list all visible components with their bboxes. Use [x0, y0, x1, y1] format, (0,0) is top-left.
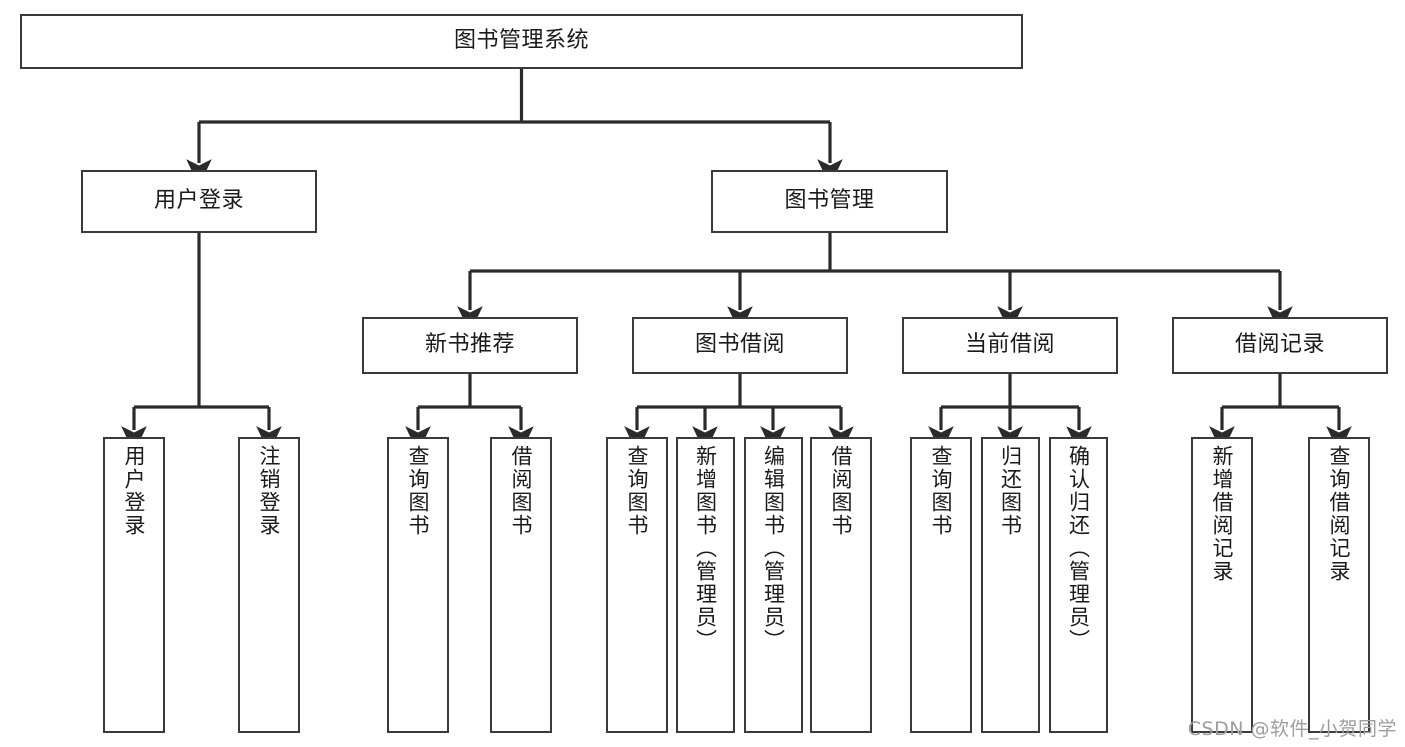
node-new-book-recommend[interactable]: 新书推荐: [362, 317, 578, 374]
leaf-new-book-borrow-book[interactable]: 借阅图书: [490, 437, 552, 733]
leaf-current-borrow-confirm-return-admin[interactable]: 确认归还（管理员）: [1049, 437, 1108, 733]
leaf-borrow-record-query-record[interactable]: 查询借阅记录: [1308, 437, 1370, 733]
leaf-user-login-logout[interactable]: 注销登录: [238, 437, 300, 733]
leaf-current-borrow-return-book[interactable]: 归还图书: [981, 437, 1040, 733]
node-label: 注销登录: [257, 445, 282, 537]
node-current-borrow[interactable]: 当前借阅: [902, 317, 1118, 374]
node-label: 新增借阅记录: [1210, 445, 1235, 583]
node-label: 确认归还（管理员）: [1066, 445, 1091, 652]
leaf-current-borrow-query-book[interactable]: 查询图书: [910, 437, 972, 733]
node-book-borrow[interactable]: 图书借阅: [632, 317, 848, 374]
node-label: 借阅记录: [1234, 332, 1325, 358]
node-label: 用户登录: [122, 445, 147, 537]
leaf-new-book-query-book[interactable]: 查询图书: [387, 437, 449, 733]
node-label: 图书借阅: [694, 332, 785, 358]
node-borrow-record[interactable]: 借阅记录: [1172, 317, 1388, 374]
node-label: 查询借阅记录: [1327, 445, 1352, 583]
node-label: 查询图书: [625, 445, 650, 537]
leaf-book-borrow-add-book-admin[interactable]: 新增图书（管理员）: [676, 437, 735, 733]
node-label: 图书管理系统: [453, 28, 589, 54]
node-label: 用户登录: [153, 188, 244, 214]
node-user-login[interactable]: 用户登录: [81, 170, 317, 233]
leaf-book-borrow-edit-book-admin[interactable]: 编辑图书（管理员）: [744, 437, 803, 733]
csdn-watermark: CSDN @软件_小贺同学: [1187, 718, 1397, 740]
node-book-management[interactable]: 图书管理: [711, 170, 948, 233]
leaf-borrow-record-add-record[interactable]: 新增借阅记录: [1191, 437, 1253, 733]
node-label: 归还图书: [998, 445, 1023, 537]
node-label: 编辑图书（管理员）: [761, 445, 786, 652]
leaf-book-borrow-query-book[interactable]: 查询图书: [606, 437, 668, 733]
node-label: 借阅图书: [509, 445, 534, 537]
leaf-user-login-login[interactable]: 用户登录: [103, 437, 165, 733]
node-label: 新书推荐: [424, 332, 515, 358]
node-label: 查询图书: [406, 445, 431, 537]
node-label: 图书管理: [784, 188, 875, 214]
node-label: 新增图书（管理员）: [693, 445, 718, 652]
leaf-book-borrow-borrow-book[interactable]: 借阅图书: [810, 437, 872, 733]
node-label: 借阅图书: [829, 445, 854, 537]
node-label: 查询图书: [929, 445, 954, 537]
node-root-book-management-system[interactable]: 图书管理系统: [20, 14, 1023, 69]
node-label: 当前借阅: [964, 332, 1055, 358]
